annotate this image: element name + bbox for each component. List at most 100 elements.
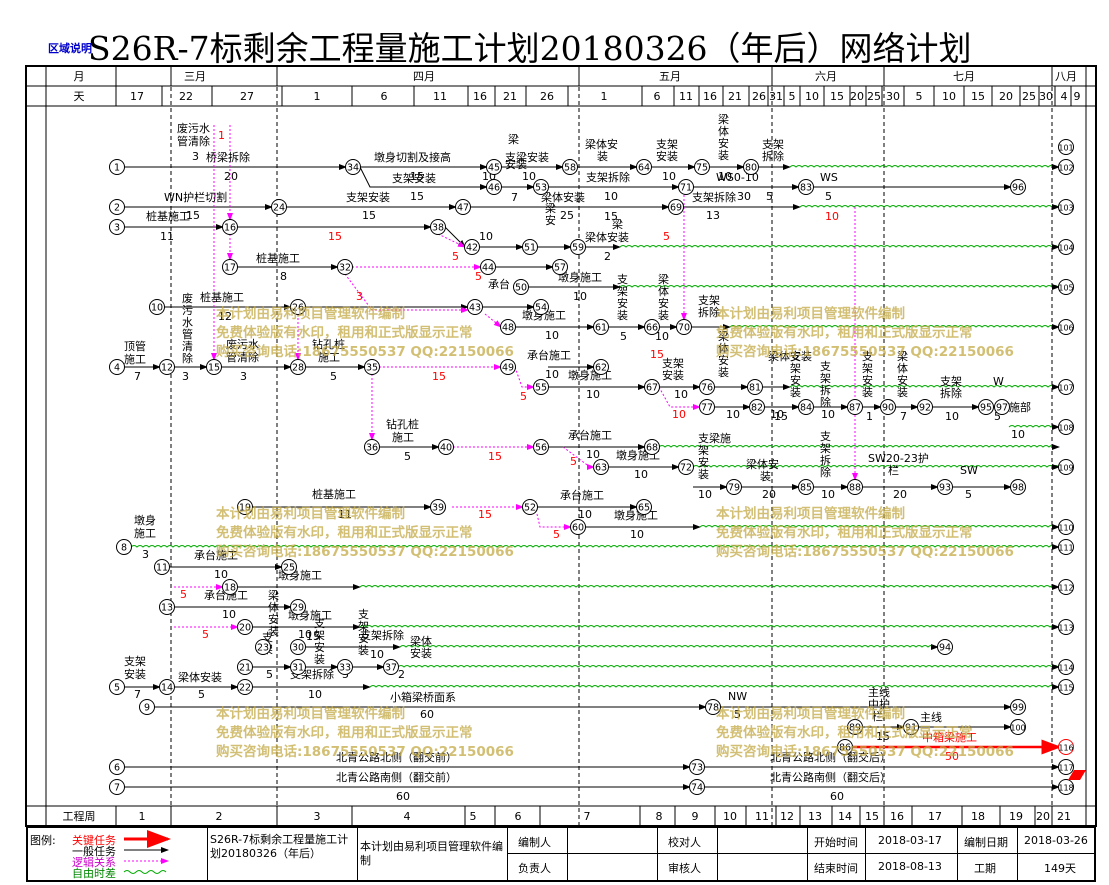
node-number: 15 <box>208 362 220 373</box>
activity-label: 梁 <box>268 588 279 602</box>
activity-label: 支 <box>617 273 628 286</box>
activity-label: 10 <box>674 388 688 401</box>
node-number: 109 <box>1058 463 1073 472</box>
node-number: 80 <box>745 162 757 173</box>
event-node: 2 <box>109 199 125 215</box>
month-label: 四月 <box>413 70 435 83</box>
event-node: 101 <box>1058 139 1074 155</box>
node-number: 111 <box>1058 543 1073 552</box>
activity-label: 污 <box>182 304 193 317</box>
node-number: 66 <box>646 322 658 333</box>
activity-label: 管清除 <box>177 134 210 148</box>
month-row: 三月四月五月六月七月八月 <box>184 70 1077 83</box>
activity-label: 装 <box>268 625 279 638</box>
activity-label: 3 <box>356 290 363 303</box>
month-label: 五月 <box>659 70 681 83</box>
node-number: 91 <box>905 722 917 733</box>
event-node: 12 <box>159 359 175 375</box>
activity-label: 15 <box>876 730 890 743</box>
activity-label: 栏 <box>872 709 883 723</box>
event-node: 67 <box>644 379 660 395</box>
activity-label: 支 <box>862 350 873 363</box>
event-node: 59 <box>570 239 586 255</box>
float-arrow <box>399 644 939 650</box>
activity-label: 装 <box>597 150 608 163</box>
node-number: 65 <box>638 502 650 513</box>
legend-title: 图例: <box>30 834 56 847</box>
event-node: 62 <box>593 359 609 375</box>
watermark: 本计划由易利项目管理软件编制免费体验版有水印，租用和正式版显示正常购买咨询电话:… <box>716 506 1014 560</box>
week-label: 6 <box>515 810 522 823</box>
activity-label: 架 <box>790 362 801 375</box>
activity-label: 15 <box>432 370 446 383</box>
node-number: 70 <box>678 322 690 333</box>
checker-label: 校对人 <box>668 836 701 849</box>
activity-label: 10 <box>726 408 740 421</box>
activity-label: 15 <box>650 348 664 361</box>
month-label: 七月 <box>953 70 975 83</box>
activity-label: 梁体安 <box>746 457 779 471</box>
day-label: 9 <box>1074 90 1081 103</box>
event-node: 81 <box>747 379 763 395</box>
node-number: 62 <box>595 362 607 373</box>
activity-label: 承台施工 <box>568 428 612 442</box>
event-node: 20 <box>237 619 253 635</box>
legend-normal-label: 一般任务 <box>72 845 116 858</box>
activity-label: 管 <box>182 327 193 341</box>
activity-label: 墩身施工 <box>558 270 602 284</box>
week-label: 7 <box>584 810 591 823</box>
activity-label: 废 <box>182 291 193 305</box>
node-number: 4 <box>114 362 120 373</box>
duration-value: 149天 <box>1044 862 1076 875</box>
activity-label: 5 <box>404 450 411 463</box>
node-number: 20 <box>239 622 251 633</box>
node-number: 1 <box>114 162 120 173</box>
activity-label: 10 <box>586 448 600 461</box>
event-node: 35 <box>364 359 380 375</box>
float-arrow <box>1008 424 1060 430</box>
event-node: 110 <box>1058 519 1074 535</box>
activity-label: 拆除 <box>762 149 784 163</box>
activity-label: 墩身施工 <box>614 508 658 522</box>
event-node: 51 <box>522 239 538 255</box>
activity-label: 30 <box>737 190 751 203</box>
task-arrow <box>359 166 488 190</box>
activity-label: 2 <box>398 668 405 681</box>
event-node: 71 <box>678 179 694 195</box>
node-number: 115 <box>1058 683 1073 692</box>
activity-label: 15 <box>410 170 424 183</box>
activity-label: 10 <box>479 230 493 243</box>
activity-label: 安装 <box>662 368 684 382</box>
activity-label: 北青公路北侧（翻交前） <box>336 750 457 764</box>
event-node: 87 <box>847 399 863 415</box>
week-label: 15 <box>865 810 879 823</box>
node-number: 83 <box>800 182 812 193</box>
event-node: 30 <box>290 639 306 655</box>
float-arrow <box>130 544 1060 550</box>
day-label: 11 <box>433 90 447 103</box>
event-node: 25 <box>281 559 297 575</box>
activity-label: 支架安装 <box>346 190 390 204</box>
activity-label: 10 <box>662 170 676 183</box>
activity-label: 墩身切割及接高 <box>374 150 451 164</box>
activity-label: 拆 <box>820 383 831 397</box>
node-number: 3 <box>114 222 120 233</box>
week-label: 21 <box>1057 810 1071 823</box>
node-number: 94 <box>939 642 951 653</box>
node-number: 100 <box>1010 723 1025 732</box>
activity-label: 10 <box>545 368 559 381</box>
day-label: 6 <box>381 90 388 103</box>
event-node: 99 <box>1010 699 1026 715</box>
activity-label: 5 <box>202 628 209 641</box>
event-node: 22 <box>237 679 253 695</box>
week-label: 3 <box>314 810 321 823</box>
node-number: 60 <box>572 522 584 533</box>
logic-arrow <box>536 513 572 530</box>
event-node: 9 <box>139 699 155 715</box>
activity-label: 15 <box>774 410 788 423</box>
event-node: 29 <box>290 599 306 615</box>
activity-label: 5 <box>198 688 205 701</box>
logic-arrow <box>514 366 535 390</box>
activity-label: 架 <box>617 285 628 298</box>
event-node: 37 <box>383 659 399 675</box>
